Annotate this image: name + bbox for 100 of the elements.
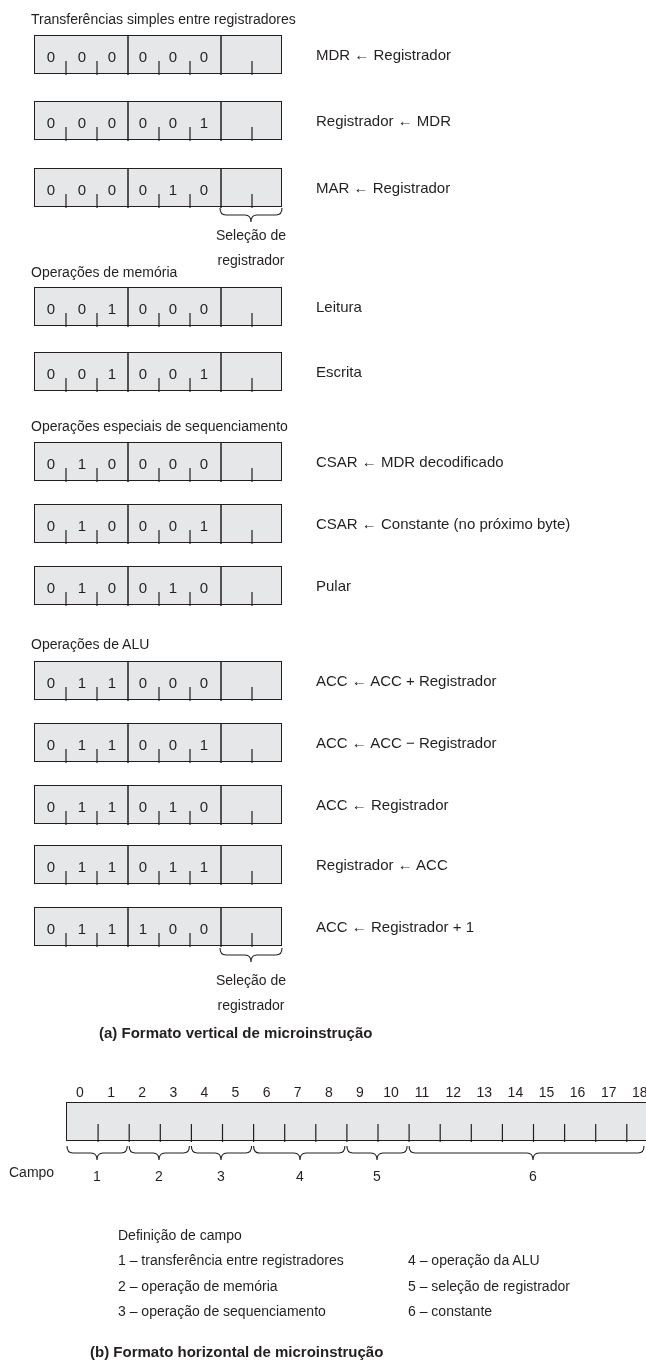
bit-value: 0 [46,736,56,752]
field-definition: 6 – constante [408,1302,493,1320]
bit-value: 1 [77,674,87,690]
operation-description: CSAR ← Constante (no próximo byte) [316,514,571,533]
bit-number: 4 [200,1083,209,1101]
bit-value: 0 [138,365,148,381]
field-definition: 5 – seleção de registrador [408,1277,570,1295]
microinstruction-box [34,101,282,140]
bit-value: 0 [77,181,87,197]
bit-value: 0 [107,114,117,130]
bit-value: 0 [168,114,178,130]
bit-value: 0 [168,674,178,690]
bit-value: 0 [46,579,56,595]
bit-value: 0 [199,920,209,936]
bit-value: 0 [77,48,87,64]
bit-value: 0 [138,300,148,316]
bit-value: 0 [46,674,56,690]
operation-description: MDR ← Registrador [316,45,452,64]
section-heading: Transferências simples entre registradores [31,10,296,28]
operation-description: Pular [316,576,352,595]
bit-value: 0 [138,114,148,130]
bit-value: 0 [138,858,148,874]
field-number: 4 [296,1167,304,1185]
microinstruction-box [34,504,282,543]
microinstruction-box [34,168,282,207]
bit-value: 1 [168,579,178,595]
bit-value: 0 [46,517,56,533]
bit-value: 0 [138,674,148,690]
bit-number: 14 [507,1083,524,1101]
bit-value: 0 [168,517,178,533]
bit-value: 1 [107,858,117,874]
field-definition: 2 – operação de memória [118,1277,278,1295]
bit-value: 1 [77,579,87,595]
bit-value: 1 [77,736,87,752]
bit-value: 1 [77,798,87,814]
section-heading: Operações de ALU [31,635,150,653]
microinstruction-box [34,845,282,884]
bit-value: 0 [107,455,117,471]
bit-value: 0 [138,455,148,471]
bit-value: 1 [138,920,148,936]
bit-value: 0 [107,48,117,64]
bit-value: 0 [199,674,209,690]
bit-value: 1 [199,858,209,874]
bit-number: 13 [476,1083,493,1101]
bit-value: 0 [199,48,209,64]
bit-number: 12 [445,1083,461,1101]
bit-value: 0 [199,798,209,814]
bit-value: 0 [199,181,209,197]
bit-number: 8 [324,1083,333,1101]
figure-caption: (b) Formato horizontal de microinstrução [90,1343,384,1361]
bit-number: 11 [414,1083,430,1101]
bit-value: 0 [168,365,178,381]
microinstruction-box [34,907,282,946]
bit-number: 3 [169,1083,178,1101]
bit-number: 10 [383,1083,399,1101]
bit-value: 1 [107,365,117,381]
bit-number: 7 [293,1083,302,1101]
bit-value: 1 [77,455,87,471]
bit-value: 1 [107,736,117,752]
bit-value: 0 [138,736,148,752]
bit-number: 5 [231,1083,240,1101]
bit-value: 0 [168,48,178,64]
bit-value: 1 [199,365,209,381]
field-label: Campo [9,1163,55,1181]
field-definition: 1 – transferência entre registradores [118,1251,344,1269]
operation-description: Registrador ← ACC [316,855,448,874]
microinstruction-box [34,287,282,326]
bit-value: 1 [107,920,117,936]
bit-value: 0 [107,579,117,595]
operation-description: MAR ← Registrador [316,178,451,197]
bit-value: 0 [46,48,56,64]
microinstruction-box [34,566,282,605]
microinstruction-box [34,723,282,762]
instruction-bar [66,1102,646,1141]
operation-description: ACC ← Registrador + 1 [316,917,474,936]
operation-description: ACC ← ACC + Registrador [316,671,497,690]
bit-value: 1 [77,858,87,874]
bit-value: 0 [107,181,117,197]
bit-value: 0 [46,798,56,814]
bit-value: 1 [107,798,117,814]
bit-value: 0 [138,798,148,814]
bit-value: 0 [46,365,56,381]
bit-value: 0 [46,181,56,197]
bit-value: 0 [138,48,148,64]
definition-heading: Definição de campo [118,1226,242,1244]
bit-value: 0 [46,455,56,471]
operation-description: Leitura [316,297,362,316]
section-heading: Operações especiais de sequenciamento [31,417,288,435]
field-definition: 3 – operação de sequenciamento [118,1302,326,1320]
bit-value: 0 [46,858,56,874]
microinstruction-box [34,442,282,481]
bit-value: 0 [77,114,87,130]
bit-value: 1 [77,920,87,936]
bit-number: 9 [356,1083,364,1101]
bit-value: 0 [168,455,178,471]
bit-value: 0 [168,736,178,752]
bit-value: 1 [199,114,209,130]
operation-description: Escrita [316,362,362,381]
microinstruction-box [34,785,282,824]
bit-value: 0 [46,114,56,130]
